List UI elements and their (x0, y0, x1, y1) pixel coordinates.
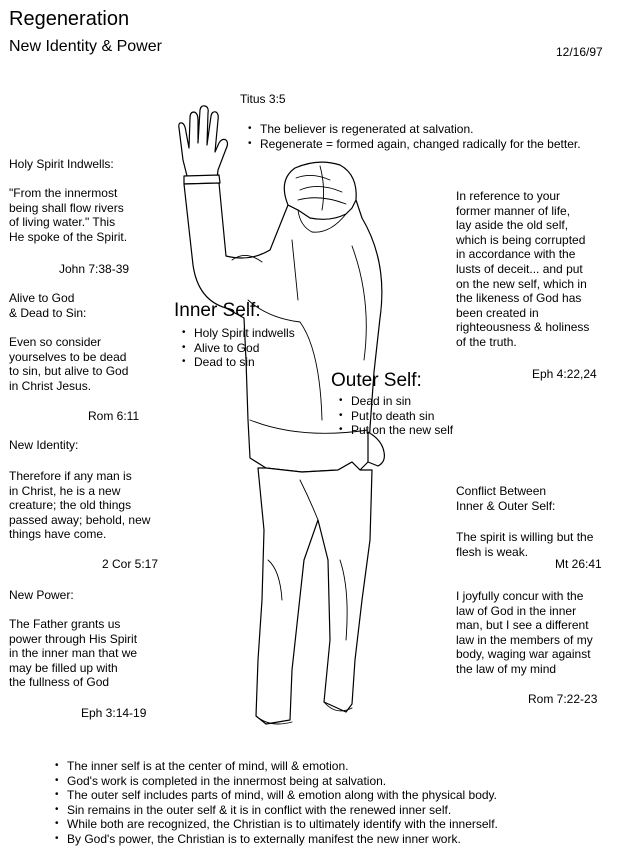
inner-self-bullet-list: Holy Spirit indwells Alive to God Dead t… (182, 326, 295, 370)
summary-bullet: Sin remains in the outer self & it is in… (55, 803, 498, 818)
page-date: 12/16/97 (556, 45, 603, 59)
page-title: Regeneration (9, 8, 130, 30)
summary-bullet: The outer self includes parts of mind, w… (55, 788, 498, 803)
alive-reference: Rom 6:11 (88, 409, 140, 423)
legs (255, 461, 373, 725)
power-reference: Eph 3:14-19 (81, 706, 147, 720)
identity-verse: Therefore if any man is in Christ, he is… (9, 469, 151, 542)
conflict-verse: The spirit is willing but the flesh is w… (456, 530, 594, 559)
power-heading: New Power: (9, 588, 74, 602)
power-verse: The Father grants us power through His S… (9, 617, 138, 690)
titus-bullet-list: The believer is regenerated at salvation… (248, 122, 581, 151)
inner-self-bullet: Alive to God (182, 341, 295, 356)
outer-self-label: Outer Self: (331, 370, 422, 391)
titus-bullet: The believer is regenerated at salvation… (248, 122, 581, 137)
conflict-heading: Conflict Between Inner & Outer Self: (456, 484, 556, 513)
outer-self-bullet: Put to death sin (339, 409, 453, 424)
outer-self-bullet-list: Dead in sin Put to death sin Put on the … (339, 394, 453, 438)
spirit-reference: John 7:38-39 (59, 262, 130, 276)
identity-reference: 2 Cor 5:17 (102, 557, 159, 571)
ephesians-reference: Eph 4:22,24 (532, 367, 597, 381)
summary-bullet: By God's power, the Christian is to exte… (55, 832, 498, 847)
romans-verse: I joyfully concur with the law of God in… (456, 589, 593, 676)
spirit-heading: Holy Spirit Indwells: (9, 157, 114, 171)
spirit-verse: "From the innermost being shall flow riv… (9, 186, 128, 244)
back-hand (367, 431, 385, 467)
outer-self-bullet: Dead in sin (339, 394, 453, 409)
inner-self-label: Inner Self: (174, 300, 261, 321)
inner-self-bullet: Holy Spirit indwells (182, 326, 295, 341)
summary-bullet: The inner self is at the center of mind,… (55, 759, 498, 774)
romans-reference: Rom 7:22-23 (528, 692, 598, 706)
summary-bullet-list: The inner self is at the center of mind,… (55, 759, 498, 847)
summary-bullet: God's work is completed in the innermost… (55, 774, 498, 789)
titus-reference: Titus 3:5 (240, 92, 286, 106)
page-subtitle: New Identity & Power (9, 38, 162, 55)
identity-heading: New Identity: (9, 438, 79, 452)
conflict-reference: Mt 26:41 (555, 557, 602, 571)
raised-hand (178, 105, 229, 180)
alive-verse: Even so consider yourselves to be dead t… (9, 335, 129, 393)
outer-self-bullet: Put on the new self (339, 423, 453, 438)
alive-heading: Alive to God & Dead to Sin: (9, 291, 87, 320)
ephesians-verse: In reference to your former manner of li… (456, 189, 590, 349)
summary-bullet: While both are recognized, the Christian… (55, 817, 498, 832)
inner-self-bullet: Dead to sin (182, 355, 295, 370)
shirt-cuff (183, 174, 221, 185)
titus-bullet: Regenerate = formed again, changed radic… (248, 137, 581, 152)
